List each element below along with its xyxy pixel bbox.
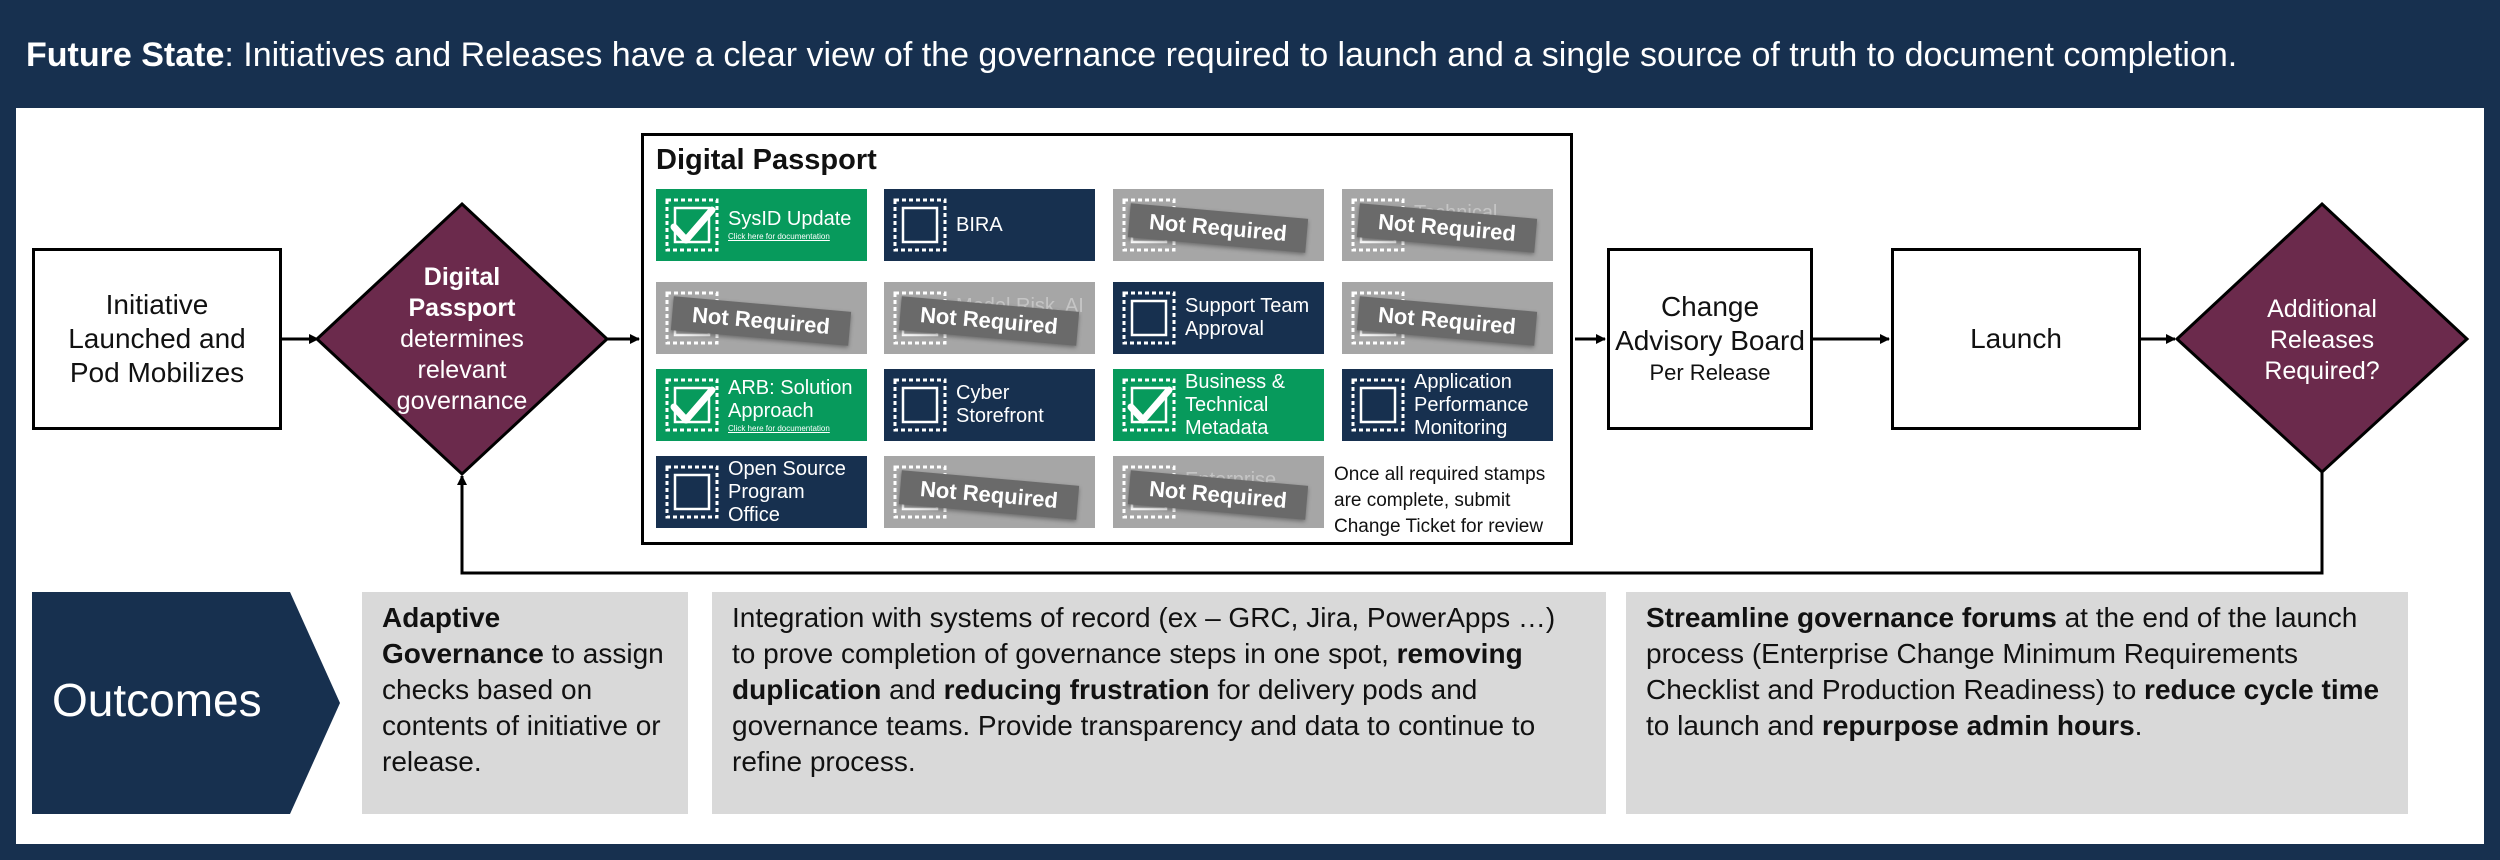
stamp-9: Cyber Storefront (884, 369, 1095, 441)
cab-title: Change Advisory Board (1615, 291, 1805, 356)
additional-releases-diamond (2174, 201, 2470, 475)
stamp-5: Model Risk, AI CouncilNot Required (884, 282, 1095, 354)
outcome-text: Integration with systems of record (ex –… (732, 602, 1556, 669)
checked-stamp-icon (1121, 377, 1177, 433)
change-advisory-board-box: Change Advisory Board Per Release (1607, 248, 1813, 430)
launch-box: Launch (1891, 248, 2141, 430)
stamp-2: ...Not Required (1113, 189, 1324, 261)
outcome-emphasis: reduce cycle time (2144, 674, 2380, 705)
outcome-card-streamline: Streamline governance forums at the end … (1626, 592, 2408, 814)
checked-stamp-icon (664, 377, 720, 433)
outcome-card-adaptive-governance: Adaptive Governance to assign checks bas… (362, 592, 688, 814)
outcome-text: and (881, 674, 944, 705)
digital-passport-diamond-text: Digital Passport determines relevant gov… (372, 254, 552, 424)
stamp-icon (1121, 290, 1177, 346)
page-header: Future State: Initiatives and Releases h… (26, 28, 2237, 82)
outcome-emphasis: repurpose admin hours (1821, 710, 2135, 741)
outcome-emphasis: removing duplication (732, 638, 1523, 705)
stamp-7: MiddlewareNot Required (1342, 282, 1553, 354)
outcomes-label: Outcomes (52, 674, 262, 726)
header-title-text: : Initiatives and Releases have a clear … (224, 36, 2238, 74)
outcome-text: to launch and (1646, 710, 1822, 741)
stamp-10: Business & Technical Metadata (1113, 369, 1324, 441)
stamp-label-text: Cyber Storefront (956, 382, 1044, 427)
outcome-text: . (2134, 710, 2143, 741)
stamp-label-text: Application Performance Monitoring (1414, 370, 1529, 439)
diamond-passport-rest: determines relevant governance (396, 324, 528, 415)
stamp-label-text: Open Source Program Office (728, 457, 846, 526)
stamp-icon (892, 197, 948, 253)
stamp-label: Support Team Approval (1185, 282, 1318, 354)
documentation-link[interactable]: Click here for documentation (728, 232, 830, 241)
stamp-label-text: SysID Update (728, 208, 852, 230)
stamp-label-text: ARB: Solution Approach (728, 376, 853, 422)
additional-releases-text: Additional Releases Required? (2237, 280, 2407, 400)
stamp-14: Enterprise ServicesNot Required (1113, 456, 1324, 528)
stamp-icon (664, 464, 720, 520)
stamp-label: BIRA (956, 189, 1089, 261)
stamp-icon (892, 377, 948, 433)
stamp-label: Application Performance Monitoring (1414, 369, 1547, 441)
outcome-emphasis: Adaptive Governance (382, 602, 544, 669)
stamp-label-text: Business & Technical Metadata (1185, 370, 1286, 439)
outcome-emphasis: Streamline governance forums (1646, 602, 2057, 633)
stamp-4: ARB DesignNot Required (656, 282, 867, 354)
outcome-card-integration: Integration with systems of record (ex –… (712, 592, 1606, 814)
documentation-link[interactable]: Click here for documentation (728, 423, 830, 433)
stamp-1: BIRA (884, 189, 1095, 261)
stamp-6: Support Team Approval (1113, 282, 1324, 354)
stamp-label-text: BIRA (956, 213, 1003, 236)
stamp-13: ...Not Required (884, 456, 1095, 528)
loop-back-connector (457, 472, 2324, 575)
stamp-icon (1350, 377, 1406, 433)
stamp-label-text: Support Team Approval (1185, 295, 1310, 340)
stamp-3: Technical DesignNot Required (1342, 189, 1553, 261)
checked-stamp-icon (664, 197, 720, 253)
outcomes-tag (32, 592, 340, 814)
header-title-bold: Future State (26, 36, 225, 74)
additional-releases-label: Additional Releases Required? (2264, 294, 2380, 385)
stamp-label: Cyber Storefront (956, 369, 1089, 441)
initiative-label: Initiative Launched and Pod Mobilizes (68, 289, 246, 388)
diamond-passport-bold: Digital Passport (408, 262, 516, 322)
outcome-emphasis: reducing frustration (943, 674, 1210, 705)
passport-title: Digital Passport (656, 144, 877, 176)
initiative-box: Initiative Launched and Pod Mobilizes (32, 248, 282, 430)
outcome-text: for delivery pods and governance teams. … (732, 674, 1536, 777)
digital-passport-diamond (314, 201, 610, 477)
passport-note: Once all required stamps are complete, s… (1334, 464, 1546, 537)
launch-label: Launch (1970, 323, 2062, 354)
stamp-12: Open Source Program Office (656, 456, 867, 528)
outcome-text: to assign checks based on contents of in… (382, 638, 664, 777)
stamp-label: Open Source Program Office (728, 456, 861, 528)
outcome-text: at the end of the launch process (Enterp… (1646, 602, 2358, 705)
stamp-11: Application Performance Monitoring (1342, 369, 1553, 441)
stamp-label: Business & Technical Metadata (1185, 369, 1318, 441)
cab-subtitle: Per Release (1649, 360, 1771, 385)
